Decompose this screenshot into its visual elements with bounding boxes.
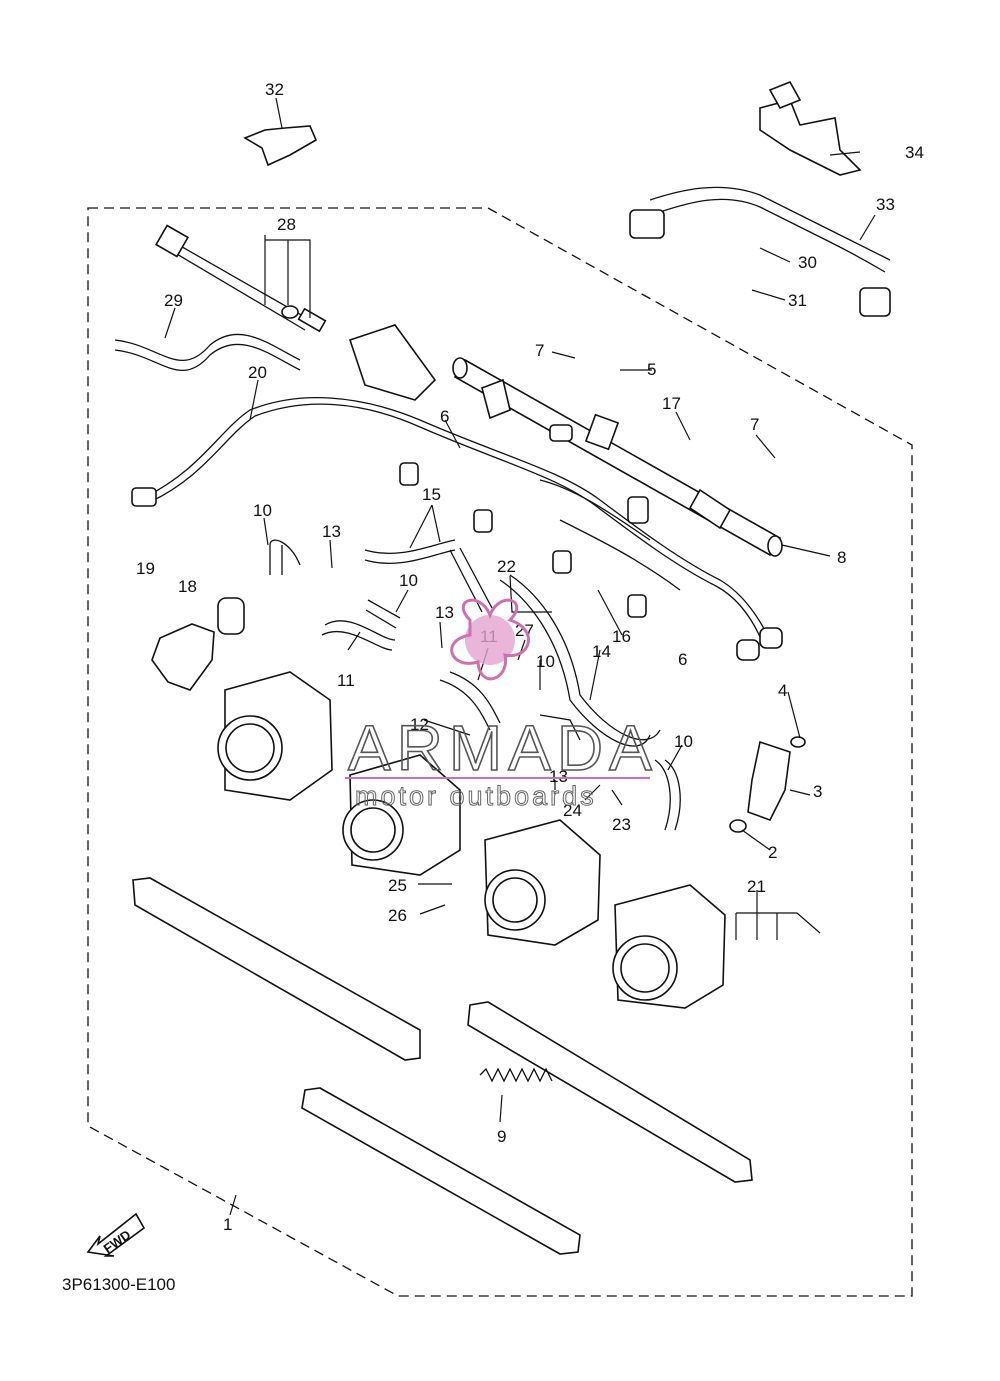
callout-10d: 10 <box>674 732 693 751</box>
wire-harness <box>131 397 783 661</box>
callout-7b: 7 <box>750 415 759 434</box>
callout-4: 4 <box>778 681 787 700</box>
callout-13a: 13 <box>322 522 341 541</box>
cable-bracket <box>243 125 318 167</box>
callout-12: 12 <box>410 715 429 734</box>
fuel-injector <box>729 736 806 833</box>
callout-13b: 13 <box>435 603 454 622</box>
throttle-body-4 <box>612 884 726 1009</box>
callout-2: 2 <box>768 843 777 862</box>
callout-29: 29 <box>164 291 183 310</box>
callout-26: 26 <box>388 906 407 925</box>
throttle-position-sensor <box>151 623 215 691</box>
callout-24: 24 <box>563 801 582 820</box>
callout-21: 21 <box>747 877 766 896</box>
assembly-boundary <box>87 207 913 1297</box>
callout-34: 34 <box>905 143 924 162</box>
vacuum-hoses <box>269 539 681 831</box>
callout-15: 15 <box>422 485 441 504</box>
callout-8: 8 <box>837 548 846 567</box>
callout-6a: 6 <box>440 407 449 426</box>
watermark-brand: ARMADA <box>348 712 658 784</box>
linkage-rail-right <box>467 1001 753 1183</box>
callout-20: 20 <box>248 363 267 382</box>
callout-25: 25 <box>388 876 407 895</box>
callout-14: 14 <box>592 642 611 661</box>
callout-18: 18 <box>178 577 197 596</box>
leader-lines <box>164 97 876 1216</box>
callout-13c: 13 <box>549 767 568 786</box>
callout-6b: 6 <box>678 650 687 669</box>
fuel-rail <box>452 357 783 557</box>
callout-32: 32 <box>265 80 284 99</box>
callout-22: 22 <box>497 557 516 576</box>
callout-23: 23 <box>612 815 631 834</box>
callout-17: 17 <box>662 394 681 413</box>
hose-clamp <box>759 80 862 176</box>
callout-10c: 10 <box>536 652 555 671</box>
callout-30: 30 <box>798 253 817 272</box>
fuel-hose <box>629 186 891 317</box>
callout-28: 28 <box>277 215 296 234</box>
callout-19: 19 <box>136 559 155 578</box>
callout-9: 9 <box>497 1127 506 1146</box>
throttle-cable <box>114 224 437 401</box>
callout-5: 5 <box>647 360 656 379</box>
callout-33: 33 <box>876 195 895 214</box>
linkage-rail-upper <box>132 877 421 1061</box>
callout-3: 3 <box>813 782 822 801</box>
throttle-body-1 <box>217 671 333 801</box>
callout-7a: 7 <box>535 341 544 360</box>
callout-numbers: 1 2 3 4 5 6 6 7 7 8 9 10 10 10 10 11 11 … <box>136 80 924 1234</box>
watermark-tagline: motor outboards <box>355 781 597 811</box>
throttle-body-3 <box>484 819 601 946</box>
callout-16: 16 <box>612 627 631 646</box>
callout-1: 1 <box>223 1215 232 1234</box>
return-spring <box>479 1067 553 1083</box>
callout-10b: 10 <box>399 571 418 590</box>
diagram-code: 3P61300-E100 <box>62 1275 175 1294</box>
linkage-rail-lower <box>301 1087 581 1255</box>
callout-31: 31 <box>788 291 807 310</box>
watermark-logo: ARMADA motor outboards <box>345 598 658 812</box>
fwd-arrow: FWD <box>86 1212 146 1257</box>
throttle-body-2 <box>342 754 461 876</box>
callout-11a: 11 <box>337 671 355 690</box>
callout-10a: 10 <box>253 501 272 520</box>
